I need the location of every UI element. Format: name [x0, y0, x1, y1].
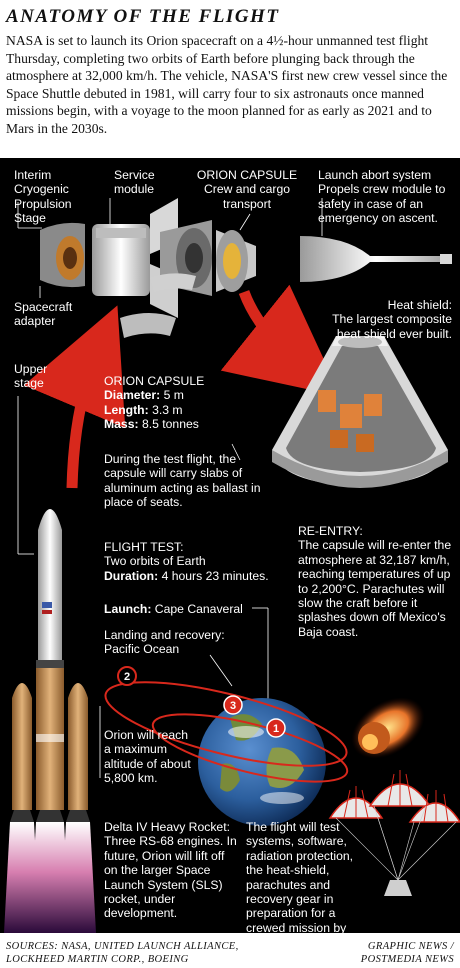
- orbit-marker-2-dot: [117, 666, 137, 686]
- diagram-illustration: 1 2 3: [4, 198, 460, 933]
- orbit-marker-1: 1: [273, 723, 279, 735]
- heat-shield-label: Heat shield: The largest composite heat …: [306, 298, 452, 341]
- ballast-note: During the test flight, the capsule will…: [104, 452, 261, 510]
- orbit-marker-1-dot: [266, 718, 286, 738]
- altitude-note: Orion will reach a maximum altitude of a…: [104, 728, 191, 786]
- icps-stage: [40, 222, 85, 288]
- spec-mass: Mass: 8.5 tonnes: [104, 417, 199, 432]
- capsule-cutaway: [272, 336, 448, 488]
- orbit-marker-3: 3: [230, 700, 236, 712]
- spacecraft-adapter: [120, 273, 196, 338]
- spec-length: Length: 3.3 m: [104, 402, 183, 417]
- landing-title: Landing and recovery:: [104, 628, 225, 642]
- orbit-marker-3-dot: [223, 695, 243, 715]
- adapter-label: Spacecraft adapter: [14, 300, 73, 329]
- delta-iv-heavy-rocket: [10, 509, 90, 822]
- service-module-label: Service module: [114, 168, 155, 197]
- engine-plumes: [4, 822, 96, 933]
- rocket-desc: Three RS-68 engines. In future, Orion wi…: [104, 834, 237, 921]
- orion-capsule-desc: Crew and cargo transport: [203, 182, 291, 211]
- sources-credit: SOURCES: NASA, UNITED LAUNCH ALLIANCE, L…: [6, 941, 239, 965]
- red-arrow-up: [23, 305, 126, 489]
- flight-test-block: FLIGHT TEST: Two orbits of Earth Duratio…: [104, 540, 284, 583]
- spec-diameter: Diameter: 5 m: [104, 388, 184, 403]
- systems-note: The flight will test systems, software, …: [246, 820, 354, 933]
- parachutes: [328, 770, 460, 896]
- flight-test-desc: Two orbits of Earth: [104, 554, 206, 569]
- capsule-specs: ORION CAPSULE Diameter: 5 m Length: 3.3 …: [104, 374, 274, 432]
- landing-value: Pacific Ocean: [104, 642, 180, 657]
- abort-system-label: Launch abort system Propels crew module …: [318, 168, 460, 226]
- launch-abort-system: [300, 236, 452, 282]
- landing-block: Landing and recovery: Pacific Ocean: [104, 628, 254, 657]
- orion-capsule-title: ORION CAPSULE: [196, 168, 298, 182]
- abort-system-title: Launch abort system: [318, 168, 432, 182]
- rocket-title: Delta IV Heavy Rocket:: [104, 820, 230, 834]
- orbit-paths: [104, 681, 349, 783]
- launch-label: Launch: Cape Canaveral: [104, 602, 243, 616]
- page-title: ANATOMY OF THE FLIGHT: [6, 6, 280, 27]
- orion-capsule-side: [216, 230, 256, 292]
- heat-shield-title: Heat shield:: [387, 298, 452, 312]
- icps-label: Interim Cryogenic Propulsion Stage: [14, 168, 72, 226]
- rocket-block: Delta IV Heavy Rocket: Three RS-68 engin…: [104, 820, 240, 921]
- specs-title: ORION CAPSULE: [104, 374, 205, 388]
- reentry-block: RE-ENTRY: The capsule will re-enter the …: [298, 524, 458, 639]
- intro-text: NASA is set to launch its Orion spacecra…: [6, 33, 448, 136]
- diagram-panel: 1 2 3: [0, 158, 460, 933]
- flight-test-duration: Duration: 4 hours 23 minutes.: [104, 568, 269, 583]
- orbit-marker-group: 1 2 3: [117, 666, 286, 738]
- reentry-fireball: [351, 697, 425, 759]
- reentry-title: RE-ENTRY:: [298, 524, 363, 538]
- orion-capsule-label: ORION CAPSULE Crew and cargo transport: [188, 168, 306, 211]
- upper-stage-label: Upper stage: [14, 362, 48, 391]
- leader-lines: [17, 198, 323, 778]
- heat-shield-desc: The largest composite heat shield ever b…: [332, 312, 452, 341]
- abort-system-desc: Propels crew module to safety in case of…: [318, 182, 446, 226]
- flight-test-title: FLIGHT TEST:: [104, 540, 184, 554]
- reentry-desc: The capsule will re-enter the atmosphere…: [298, 538, 452, 639]
- graphic-credit: GRAPHIC NEWS / POSTMEDIA NEWS: [360, 941, 454, 965]
- red-arrow-down: [220, 284, 341, 397]
- orbit-marker-2: 2: [124, 671, 130, 683]
